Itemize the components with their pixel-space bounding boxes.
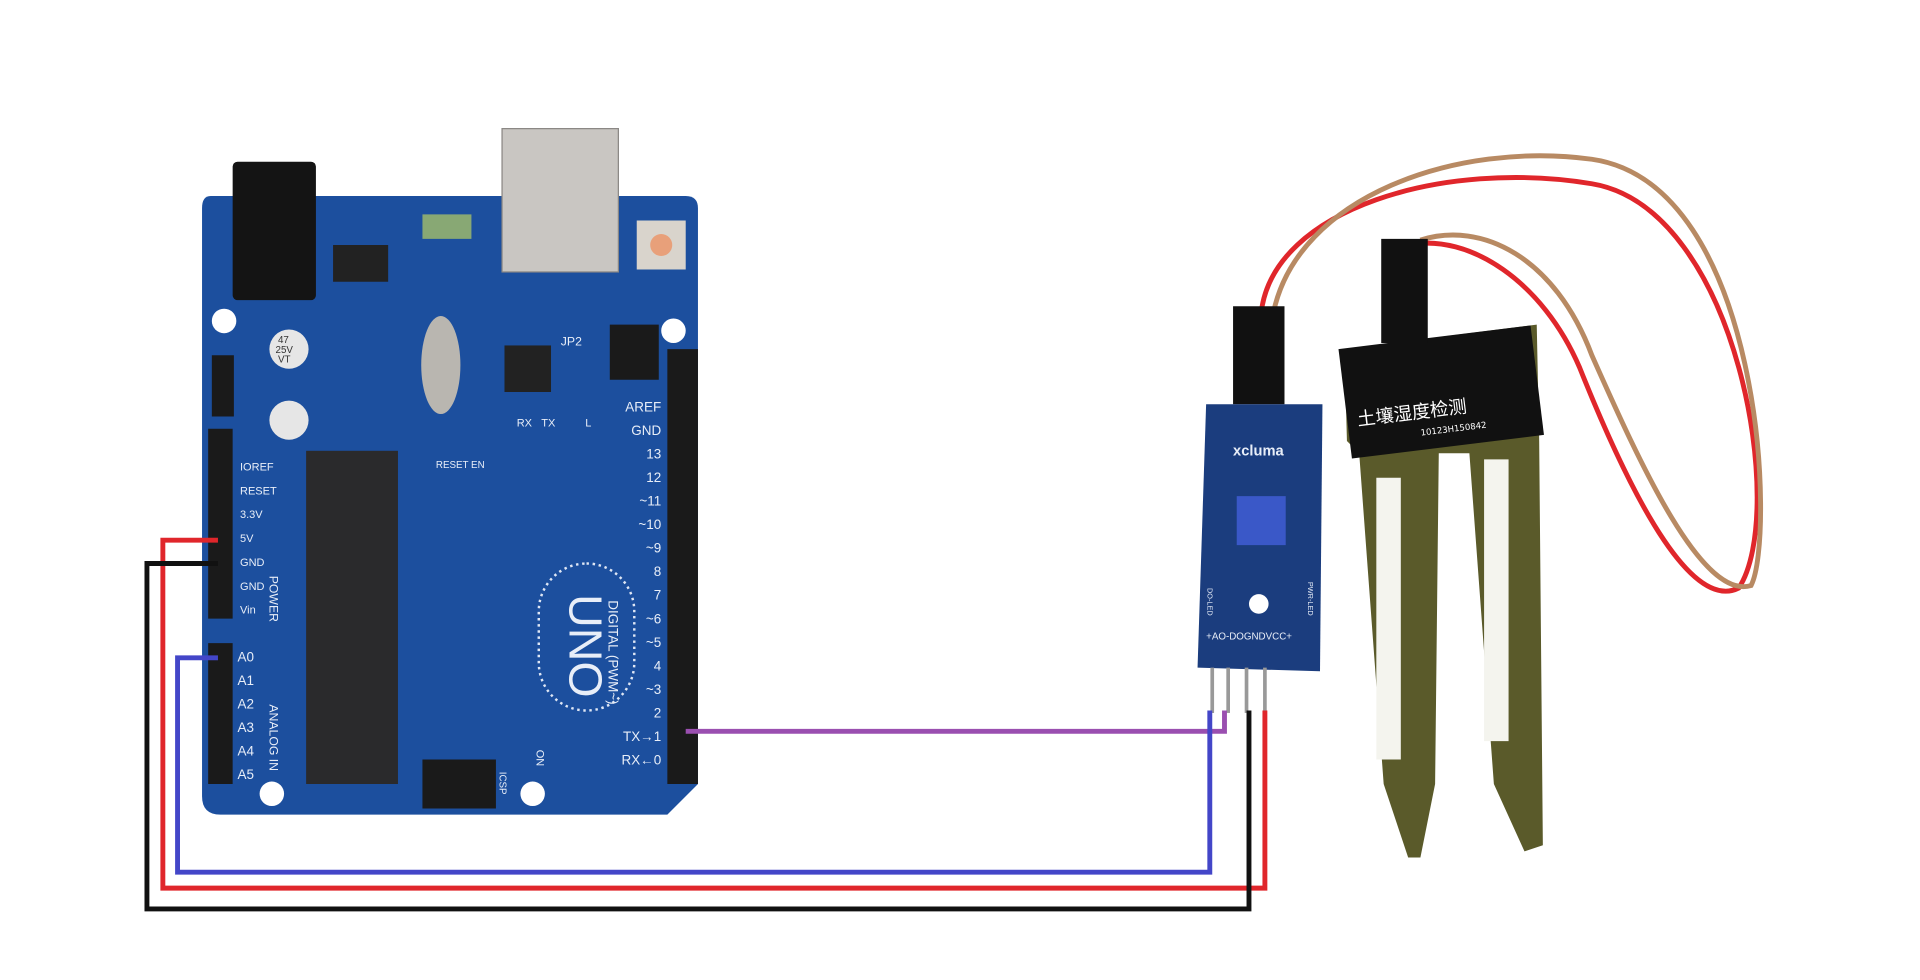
pin-label: ~3 — [646, 682, 661, 697]
pin-label: GND — [240, 557, 265, 569]
cap-label-series: VT — [278, 355, 291, 366]
dc-power-jack — [232, 161, 316, 301]
led-l: L — [585, 417, 591, 429]
soil-moisture-probe: 土壤湿度检测 10123H150842 — [1338, 238, 1544, 858]
pin-label: ~6 — [646, 611, 661, 626]
potentiometer — [1236, 496, 1286, 546]
pin-label: GND — [240, 581, 265, 593]
pin-label: 13 — [646, 447, 661, 462]
pin-label: A3 — [238, 720, 254, 735]
led-rx: RX — [517, 417, 533, 429]
pin-label: RX←0 — [622, 752, 662, 767]
pin-label: AREF — [625, 400, 661, 415]
power-section-label: POWER — [266, 576, 280, 622]
module-brand: xcluma — [1233, 444, 1284, 460]
pin-label: 8 — [654, 564, 661, 579]
icsp-header — [422, 759, 496, 809]
module-pins-label: +AO-DOGNDVCC+ — [1206, 631, 1292, 642]
arduino-uno-board: UNO 47 25V VT JP2 RESET EN RX TX L ON IC… — [202, 128, 698, 815]
probe-cable — [1258, 153, 1764, 594]
pin-label: IOREF — [240, 461, 274, 473]
pin-label: GND — [631, 423, 661, 438]
pin-label: A0 — [238, 649, 254, 664]
pin-label: TX→1 — [623, 729, 661, 744]
pin-label: ~9 — [646, 541, 661, 556]
capacitor — [269, 329, 309, 369]
led-tx: TX — [541, 417, 556, 429]
pin-label: 12 — [646, 470, 661, 485]
digital-section-label: DIGITAL (PWM~) — [606, 600, 621, 704]
pin-label: 2 — [654, 705, 661, 720]
cap-label-value: 47 — [278, 335, 289, 346]
power-pin-labels: IOREF RESET 3.3V 5V GND GND Vin — [240, 461, 277, 616]
pin-label: ~10 — [638, 517, 661, 532]
uno-logo: UNO — [559, 594, 611, 697]
pin-label: A4 — [238, 744, 255, 759]
pin-label: 5V — [240, 533, 254, 545]
cap-label-voltage: 25V — [276, 345, 294, 356]
analog-section-label: ANALOG IN — [266, 704, 280, 771]
wire-gnd-to-gnd — [144, 561, 1252, 912]
wire-a0-to-ao — [175, 655, 1213, 875]
module-do-led-label: DO-LED — [1205, 588, 1214, 616]
pin-label: ~5 — [646, 635, 661, 650]
atmega-chip — [306, 450, 398, 784]
pin-label: RESET — [240, 485, 277, 497]
pin-label: 3.3V — [240, 509, 263, 521]
pin-label: 4 — [654, 658, 662, 673]
pin-label: A1 — [238, 673, 254, 688]
pin-label: 7 — [654, 588, 661, 603]
pin-label: Vin — [240, 605, 256, 617]
capacitor — [269, 400, 309, 440]
pin-label: ~11 — [639, 494, 661, 509]
module-pwr-led-label: PWR-LED — [1306, 582, 1315, 616]
reset-en-label: RESET EN — [436, 460, 485, 471]
wire-5v-to-vcc — [160, 537, 1268, 891]
sensor-module: xcluma +AO-DOGNDVCC+ DO-LED PWR-LED — [1197, 306, 1323, 713]
jp2-label: JP2 — [561, 334, 582, 348]
icsp-label: ICSP — [497, 772, 508, 795]
pin-label: A2 — [238, 697, 254, 712]
usb-port — [501, 128, 619, 273]
led-on: ON — [533, 750, 545, 767]
wire-digital-2-to-do — [685, 710, 1227, 734]
pin-label: A5 — [238, 767, 254, 782]
digital-pin-labels: AREF GND 13 12 ~11 ~10 ~9 8 7 ~6 ~5 4 ~3 2TX→1RX←0 — [622, 400, 662, 768]
